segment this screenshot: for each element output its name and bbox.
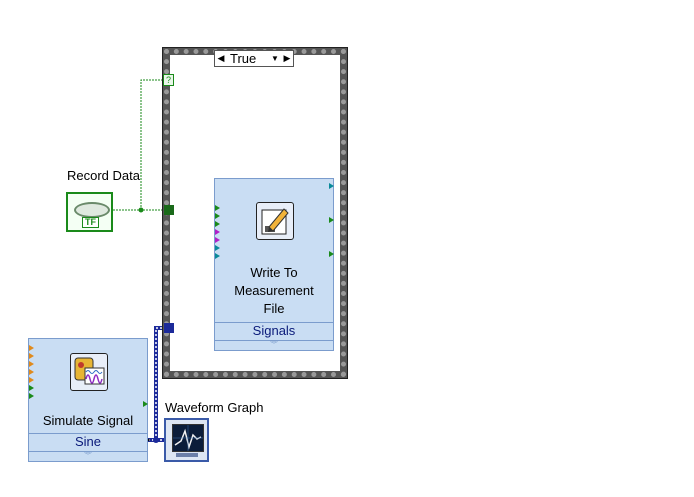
write-to-measurement-file-vi[interactable]: Write To Measurement File Signals ︾ bbox=[214, 178, 334, 351]
pencil-icon bbox=[256, 202, 294, 240]
expand-terminals-icon[interactable]: ︾ bbox=[215, 340, 333, 350]
output-pin[interactable] bbox=[329, 217, 334, 223]
input-pin[interactable] bbox=[29, 369, 34, 375]
input-pin[interactable] bbox=[215, 237, 220, 243]
boolean-tunnel[interactable] bbox=[164, 205, 174, 215]
vi-name-line: Simulate Signal bbox=[42, 413, 134, 428]
case-selector-value: True bbox=[230, 51, 257, 66]
chevron-down-icon[interactable]: ▼ bbox=[271, 54, 279, 63]
boolean-type-badge: TF bbox=[82, 217, 99, 228]
input-pin[interactable] bbox=[29, 385, 34, 391]
input-pin[interactable] bbox=[215, 253, 220, 259]
input-pin[interactable] bbox=[29, 345, 34, 351]
signals-terminal[interactable]: Signals bbox=[215, 322, 333, 338]
input-pin[interactable] bbox=[215, 221, 220, 227]
increment-case-icon[interactable]: ▶ bbox=[283, 53, 291, 63]
input-pin[interactable] bbox=[29, 361, 34, 367]
toggle-switch-icon bbox=[74, 202, 110, 218]
input-pin[interactable] bbox=[29, 393, 34, 399]
vi-name-line: Measurement bbox=[234, 283, 314, 298]
decrement-case-icon[interactable]: ◀ bbox=[217, 53, 225, 63]
input-pin[interactable] bbox=[29, 353, 34, 359]
record-data-control[interactable]: TF bbox=[66, 192, 113, 232]
waveform-graph-icon[interactable] bbox=[164, 418, 209, 462]
selector-tunnel[interactable]: ? bbox=[163, 74, 174, 86]
record-data-label: Record Data bbox=[67, 168, 140, 183]
output-pin[interactable] bbox=[329, 251, 334, 257]
dynamic-data-tunnel[interactable] bbox=[164, 323, 174, 333]
simulate-signal-vi[interactable]: Simulate Signal Sine ︾ bbox=[28, 338, 148, 462]
vi-name-line: File bbox=[263, 301, 285, 316]
sine-terminal[interactable]: Sine bbox=[29, 433, 147, 449]
vi-name-line: Write To bbox=[250, 265, 298, 280]
expand-terminals-icon[interactable]: ︾ bbox=[29, 451, 147, 461]
output-pin[interactable] bbox=[329, 183, 334, 189]
input-pin[interactable] bbox=[215, 205, 220, 211]
input-pin[interactable] bbox=[215, 229, 220, 235]
output-pin[interactable] bbox=[143, 401, 148, 407]
input-pin[interactable] bbox=[215, 245, 220, 251]
input-pin[interactable] bbox=[29, 377, 34, 383]
case-selector[interactable]: ◀ True ▼ ▶ bbox=[214, 50, 294, 67]
waveform-graph-label: Waveform Graph bbox=[165, 400, 264, 415]
signal-generator-icon bbox=[70, 353, 108, 391]
question-mark-icon: ? bbox=[165, 75, 171, 85]
input-pin[interactable] bbox=[215, 213, 220, 219]
